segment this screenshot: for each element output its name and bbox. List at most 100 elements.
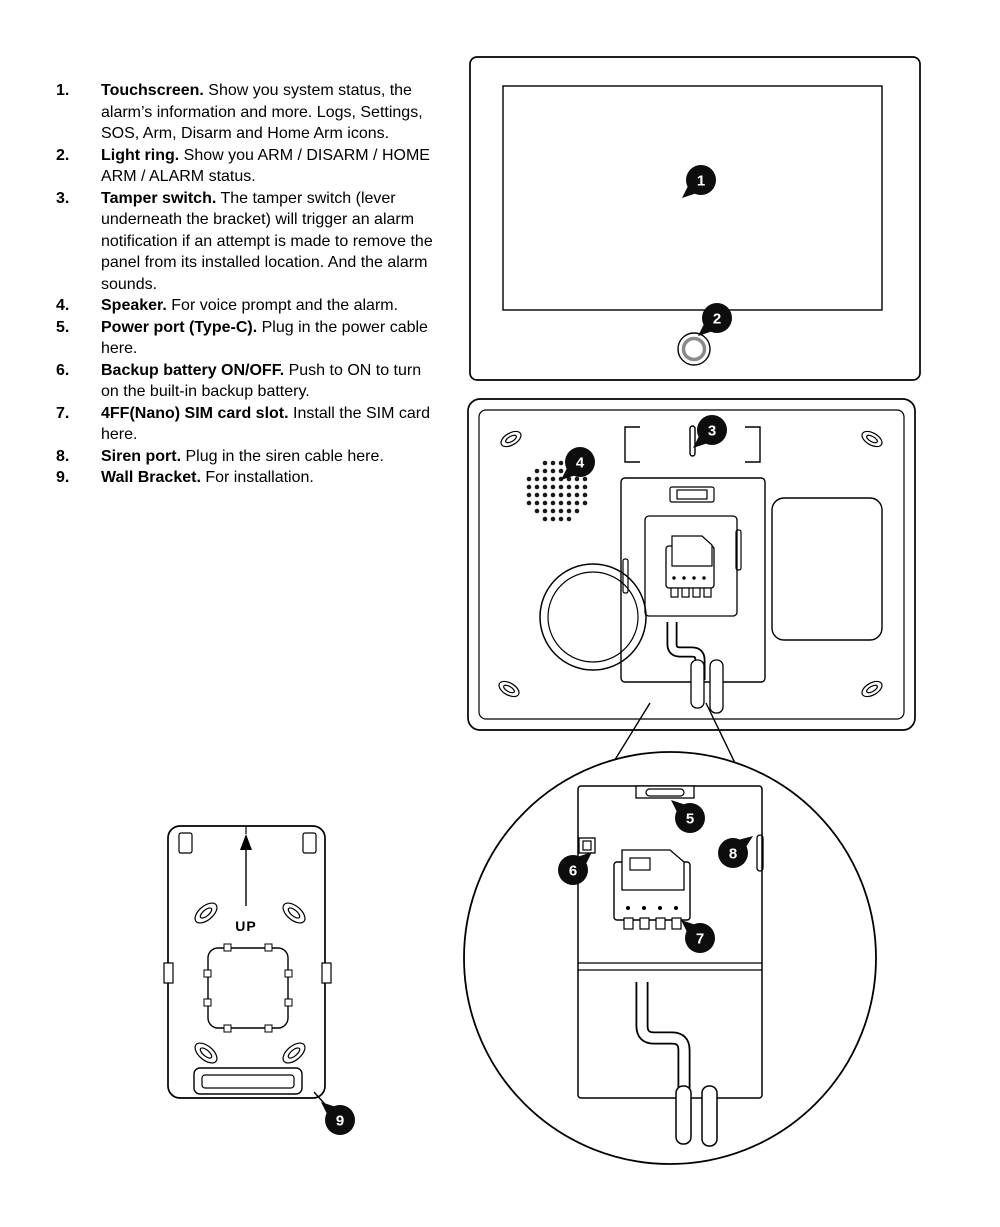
- item-desc: For voice prompt and the alarm.: [171, 297, 399, 314]
- up-label: UP: [235, 918, 256, 934]
- legend-item-8: 8. Siren port. Plug in the siren cable h…: [56, 446, 448, 468]
- item-number: 2.: [56, 146, 70, 164]
- item-title: 4FF(Nano) SIM card slot.: [101, 404, 289, 422]
- item-text: Power port (Type-C). Plug in the power c…: [101, 317, 436, 360]
- mounting-hook-left: [624, 426, 640, 463]
- sim-compartment: [644, 515, 738, 617]
- item-text: Light ring. Show you ARM / DISARM / HOME…: [101, 145, 436, 188]
- item-number: 5.: [56, 318, 70, 336]
- siren-port-slot: [756, 834, 764, 872]
- item-title: Touchscreen.: [101, 82, 204, 99]
- cable-tube: [709, 659, 724, 714]
- item-desc: The tamper switch (lever underneath the …: [101, 189, 433, 293]
- battery-compartment: [620, 477, 766, 683]
- item-desc: Push to ON to turn on the built-in backu…: [101, 361, 422, 401]
- callout-2: 2: [698, 303, 732, 336]
- callout-8-number: 8: [729, 846, 737, 863]
- callout-9: 9: [321, 1102, 355, 1135]
- bracket-side-tab: [321, 962, 332, 984]
- screw-hole: [194, 1042, 218, 1064]
- item-number: 6.: [56, 361, 70, 379]
- panel-front-outline: [469, 56, 921, 381]
- back-view-figure: 3 4: [467, 398, 916, 731]
- callout-3-number: 3: [708, 423, 716, 440]
- item-number: 1.: [56, 82, 70, 99]
- item-title: Power port (Type-C).: [101, 318, 258, 336]
- callout-6-number: 6: [569, 863, 577, 880]
- callout-9-number: 9: [336, 1113, 344, 1130]
- callout-1: 1: [682, 165, 716, 198]
- bracket-tab: [302, 832, 317, 854]
- item-desc: Show you ARM / DISARM / HOME ARM / ALARM…: [101, 146, 430, 186]
- item-desc: Plug in the power cable here.: [101, 318, 428, 358]
- callout-1-number: 1: [697, 173, 705, 190]
- screw-hole: [498, 680, 520, 698]
- item-text: Tamper switch. The tamper switch (lever …: [101, 188, 436, 296]
- screw-hole: [282, 1042, 306, 1064]
- callout-2-number: 2: [713, 311, 721, 328]
- panel-back-outline: [467, 398, 916, 731]
- callout-4: 4: [561, 447, 595, 480]
- item-desc: For installation.: [205, 469, 314, 486]
- callout-4-number: 4: [576, 455, 585, 472]
- legend-item-3: 3. Tamper switch. The tamper switch (lev…: [56, 188, 448, 296]
- screw-hole: [194, 902, 218, 924]
- speaker-grille-icon: [526, 460, 588, 522]
- bottom-clip: [193, 1067, 303, 1095]
- battery-cover: [771, 497, 883, 641]
- item-desc: Install the SIM card here.: [101, 404, 430, 444]
- legend-item-6: 6. Backup battery ON/OFF. Push to ON to …: [56, 360, 448, 403]
- magnifier-circle: [463, 751, 877, 1165]
- callout-5-number: 5: [686, 811, 694, 828]
- legend-item-9: 9. Wall Bracket. For installation.: [56, 467, 448, 489]
- legend-item-1: 1. Touchscreen. Show you system status, …: [56, 80, 448, 145]
- power-port: [635, 785, 695, 799]
- item-number: 7.: [56, 404, 70, 422]
- connector-tab: [669, 486, 715, 503]
- callout-7-number: 7: [696, 931, 704, 948]
- cable-tube: [690, 659, 705, 709]
- cable-channel: [666, 622, 706, 680]
- sim-card-slot: [613, 849, 691, 930]
- item-text: Wall Bracket. For installation.: [101, 467, 436, 489]
- item-text: Siren port. Plug in the siren cable here…: [101, 446, 436, 468]
- item-desc: Plug in the siren cable here.: [185, 447, 384, 465]
- sim-card-icon: [665, 535, 715, 598]
- callout-3: 3: [693, 415, 727, 448]
- item-title: Tamper switch.: [101, 189, 217, 207]
- cable-channel-magnified: [635, 982, 691, 1092]
- cable-tube: [675, 1085, 692, 1145]
- legend-item-7: 7. 4FF(Nano) SIM card slot. Install the …: [56, 403, 448, 446]
- mounting-square: [203, 943, 293, 1033]
- legend-item-2: 2. Light ring. Show you ARM / DISARM / H…: [56, 145, 448, 188]
- callout-7: 7: [681, 920, 715, 953]
- magnified-detail-figure: 5 6 7 8: [463, 751, 877, 1165]
- touchscreen-area: [502, 85, 883, 311]
- legend-item-4: 4. Speaker. For voice prompt and the ala…: [56, 295, 448, 317]
- light-ring-button: [677, 332, 711, 366]
- up-arrow: [240, 826, 252, 906]
- wall-bracket-figure: UP: [163, 825, 355, 1135]
- bracket-side-tab: [163, 962, 174, 984]
- item-title: Light ring.: [101, 146, 180, 164]
- mounting-hook-right: [745, 426, 761, 463]
- cable-tube: [701, 1085, 718, 1147]
- item-title: Backup battery ON/OFF.: [101, 361, 285, 379]
- siren-opening: [539, 563, 647, 671]
- item-number: 4.: [56, 297, 70, 314]
- tamper-slot: [689, 425, 696, 457]
- item-text: Backup battery ON/OFF. Push to ON to tur…: [101, 360, 436, 403]
- battery-switch: [578, 837, 596, 854]
- item-title: Speaker.: [101, 297, 167, 314]
- screw-hole: [500, 430, 522, 448]
- item-text: Touchscreen. Show you system status, the…: [101, 80, 436, 145]
- callout-8: 8: [718, 836, 753, 868]
- callout-5: 5: [671, 800, 705, 833]
- item-desc: Show you system status, the alarm’s info…: [101, 82, 423, 142]
- screw-hole: [861, 680, 883, 698]
- item-number: 9.: [56, 469, 70, 486]
- item-text: 4FF(Nano) SIM card slot. Install the SIM…: [101, 403, 436, 446]
- screw-hole: [861, 430, 883, 448]
